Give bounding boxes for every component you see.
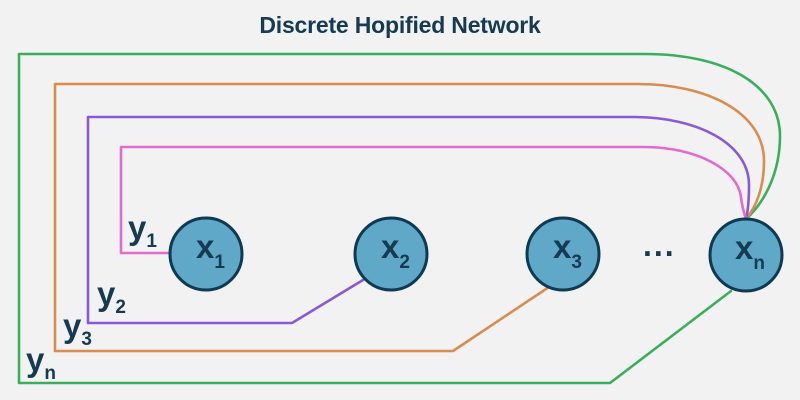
node-xn-label-main: x (735, 229, 754, 266)
feedback-label-y3-sub: 3 (81, 329, 92, 350)
node-x2-label: x2 (381, 228, 410, 273)
node-x2-label-sub: 2 (399, 252, 410, 273)
node-x2: x2 (353, 216, 429, 292)
feedback-label-y2-sub: 2 (115, 297, 126, 318)
node-x1-label: x1 (196, 228, 225, 273)
feedback-loop-y3 (53, 82, 766, 353)
feedback-label-yn-sub: n (44, 363, 56, 384)
feedback-loop-yn (17, 52, 782, 385)
feedback-label-yn-main: y (26, 341, 45, 378)
node-x2-label-main: x (381, 228, 400, 265)
node-x3-label-main: x (553, 228, 572, 265)
node-xn-label: xn (735, 229, 765, 274)
node-x3-label: x3 (553, 228, 582, 273)
node-x3-label-sub: 3 (571, 252, 582, 273)
node-xn-label-sub: n (753, 253, 765, 274)
node-x1-label-sub: 1 (214, 252, 225, 273)
node-x3: x3 (525, 216, 601, 292)
diagram-title: Discrete Hopified Network (259, 12, 541, 38)
feedback-label-y2-main: y (97, 275, 116, 312)
node-x3-circle (525, 216, 601, 292)
feedback-label-y1-main: y (128, 209, 147, 246)
node-x1-circle (168, 216, 244, 292)
node-x1: x1 (168, 216, 244, 292)
feedback-label-y2: y2 (97, 275, 126, 318)
feedback-loop-y1 (119, 145, 748, 255)
node-x2-circle (353, 216, 429, 292)
node-xn-circle (708, 217, 784, 293)
feedback-label-y1: y1 (128, 209, 157, 252)
feedback-label-y1-sub: 1 (146, 231, 157, 252)
feedback-loop-y2 (86, 115, 751, 325)
node-xn: xn (708, 217, 784, 293)
feedback-label-y3: y3 (63, 307, 92, 350)
feedback-label-yn: yn (26, 341, 56, 384)
ellipsis-label: ... (643, 227, 676, 263)
feedback-label-y3-main: y (63, 307, 82, 344)
node-x1-label-main: x (196, 228, 215, 265)
